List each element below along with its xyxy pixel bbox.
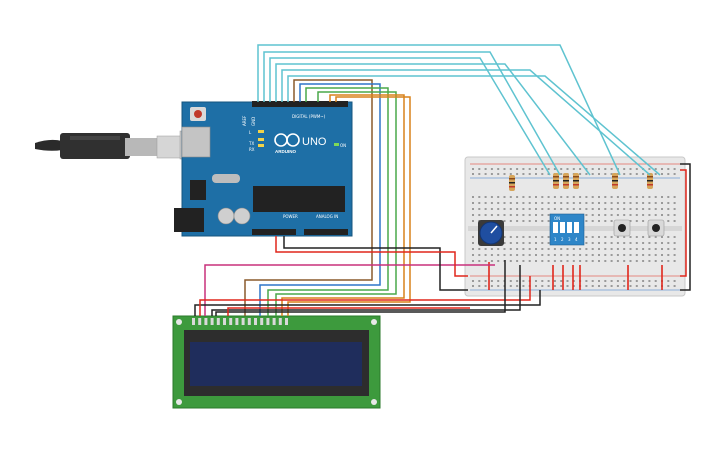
power-header (252, 229, 296, 235)
wire-red (275, 236, 468, 277)
resistor (573, 173, 579, 189)
wire-cyan (275, 63, 591, 176)
lcd-pin-header (192, 318, 288, 325)
gnd-label: GND (251, 117, 256, 126)
wire-black (215, 260, 506, 316)
wire-red (680, 169, 687, 277)
rx-label: RX (249, 147, 255, 152)
board-brand-label: ARDUINO (275, 149, 296, 154)
analog-label: ANALOG IN (316, 214, 338, 219)
microcontroller-chip (253, 186, 345, 212)
power-jack (174, 208, 204, 232)
resistor (647, 173, 653, 189)
wire-cyan (263, 51, 561, 176)
dip-toggle[interactable] (560, 222, 565, 233)
pushbutton[interactable] (647, 219, 665, 237)
arduino-uno-board: UNO ARDUINO DIGITAL (PWM~) POWER ANALOG … (174, 101, 353, 237)
power-label: POWER (283, 214, 298, 219)
wire-cyan (269, 57, 551, 176)
wire-cyan (281, 69, 651, 176)
wire-green (275, 91, 397, 316)
wire-red (227, 307, 470, 316)
l-led-label: L (249, 130, 252, 135)
dip-number: 1 (554, 237, 557, 242)
dip-number: 4 (575, 237, 578, 242)
dip-toggle[interactable] (553, 222, 558, 233)
wire-cyan (287, 75, 661, 176)
wire-blue (259, 83, 381, 316)
resistor (612, 173, 618, 189)
wire-black (211, 265, 521, 316)
resistor (553, 173, 559, 189)
digital-label: DIGITAL (PWM~) (292, 114, 326, 119)
arduino-logo-icon (274, 133, 300, 147)
wire-brown (244, 79, 373, 316)
dip-toggle[interactable] (574, 222, 579, 233)
lcd-screen (190, 342, 362, 386)
dip-switch[interactable]: ON 1 2 3 4 (549, 213, 585, 246)
resistor-group (509, 173, 653, 191)
breadboard-jumpers (488, 262, 663, 290)
wire-magenta (204, 264, 495, 316)
wire-red (199, 276, 531, 316)
wire-orange (281, 94, 405, 316)
digital-header (252, 101, 348, 107)
potentiometer[interactable] (478, 220, 504, 246)
wires (194, 44, 691, 316)
wire-black (283, 236, 468, 291)
resistor (563, 173, 569, 189)
dip-number: 3 (568, 237, 571, 242)
dip-switch-on-label: ON (554, 216, 560, 221)
dip-toggle[interactable] (567, 222, 572, 233)
lcd-display (172, 315, 381, 409)
tx-label: TX (248, 141, 254, 146)
aref-label: AREF (242, 115, 247, 126)
wire-black (680, 163, 691, 291)
pushbutton[interactable] (613, 219, 631, 237)
wire-green (267, 87, 389, 316)
on-led-label: ON (340, 143, 346, 148)
breadboard-holes (472, 168, 676, 287)
wire-cyan (257, 44, 621, 176)
wire-black (194, 290, 541, 316)
dip-number: 2 (561, 237, 564, 242)
board-model-label: UNO (302, 136, 327, 148)
resistor (509, 175, 515, 191)
analog-header (304, 229, 348, 235)
